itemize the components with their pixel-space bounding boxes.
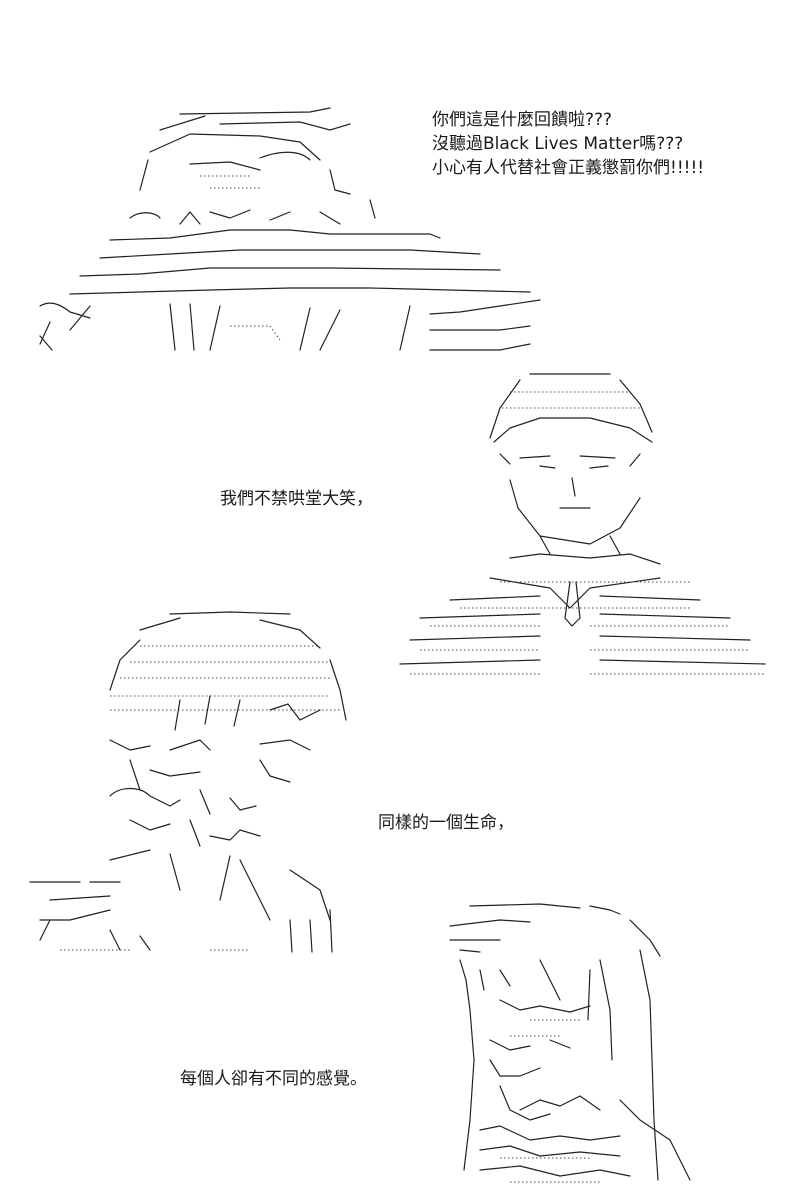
speech-line-2: 沒聽過Black Lives Matter嗎???	[432, 134, 684, 154]
man-in-suit-art	[390, 368, 770, 688]
caption-laugh: 我們不禁哄堂大笑，	[220, 489, 373, 509]
long-haired-girl-art	[440, 900, 700, 1190]
speech-text: 你們這是什麼回饋啦??? 沒聽過Black Lives Matter嗎??? 小…	[432, 108, 704, 180]
speech-line-1: 你們這是什麼回饋啦???	[432, 110, 613, 130]
speech-line-3: 小心有人代替社會正義懲罰你們!!!!!	[432, 158, 705, 178]
caption-feeling: 每個人卻有不同的感覺。	[180, 1069, 367, 1089]
figure-covering-mouth-art	[29, 600, 350, 960]
crouching-figure-art	[30, 100, 550, 360]
caption-life: 同樣的一個生命，	[378, 813, 514, 833]
